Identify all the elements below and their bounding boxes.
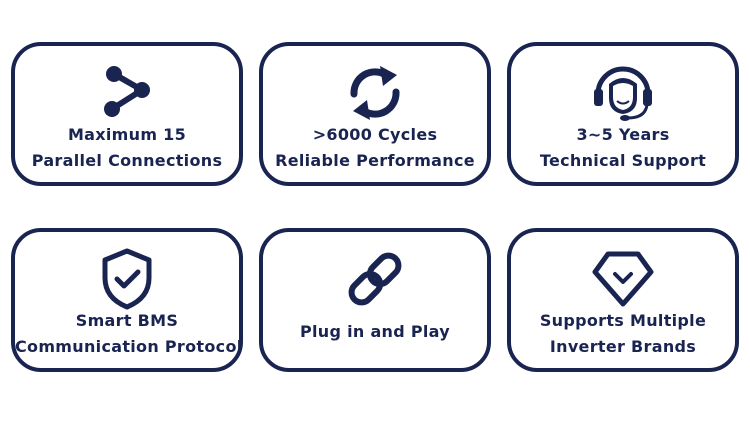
feature-label-line-1: 3~5 Years [576, 125, 670, 144]
share-nodes-icon [92, 58, 162, 128]
feature-label: Plug in and Play [263, 319, 487, 345]
feature-card-parallel-connections: Maximum 15 Parallel Connections [11, 42, 243, 186]
headset-support-icon [588, 58, 658, 128]
feature-card-smart-bms: Smart BMS Communication Protocol [11, 228, 243, 372]
feature-label: Maximum 15 Parallel Connections [15, 122, 239, 174]
cycle-arrows-icon [340, 58, 410, 128]
feature-label-line-1: Smart BMS [75, 311, 179, 330]
shield-check-icon [92, 244, 162, 314]
feature-card-inverter-brands: Supports Multiple Inverter Brands [507, 228, 739, 372]
feature-card-technical-support: 3~5 Years Technical Support [507, 42, 739, 186]
feature-label-line-2: Inverter Brands [549, 337, 697, 356]
feature-label-line-2: Communication Protocol [15, 337, 243, 356]
feature-label-line-1: Supports Multiple [539, 311, 707, 330]
feature-label: Smart BMS Communication Protocol [15, 308, 243, 360]
feature-label: >6000 Cycles Reliable Performance [263, 122, 487, 174]
feature-label-line-1: >6000 Cycles [312, 125, 438, 144]
feature-label-line-1: Maximum 15 [67, 125, 187, 144]
feature-label-line-1: Plug in and Play [299, 322, 451, 341]
feature-label: 3~5 Years Technical Support [511, 122, 735, 174]
link-icon [340, 244, 410, 314]
feature-label-line-2: Reliable Performance [275, 151, 475, 170]
diamond-check-icon [588, 244, 658, 314]
feature-label-line-2: Technical Support [539, 151, 707, 170]
feature-label-line-2: Parallel Connections [31, 151, 223, 170]
feature-card-plug-and-play: Plug in and Play [259, 228, 491, 372]
feature-card-cycles: >6000 Cycles Reliable Performance [259, 42, 491, 186]
feature-label: Supports Multiple Inverter Brands [511, 308, 735, 360]
